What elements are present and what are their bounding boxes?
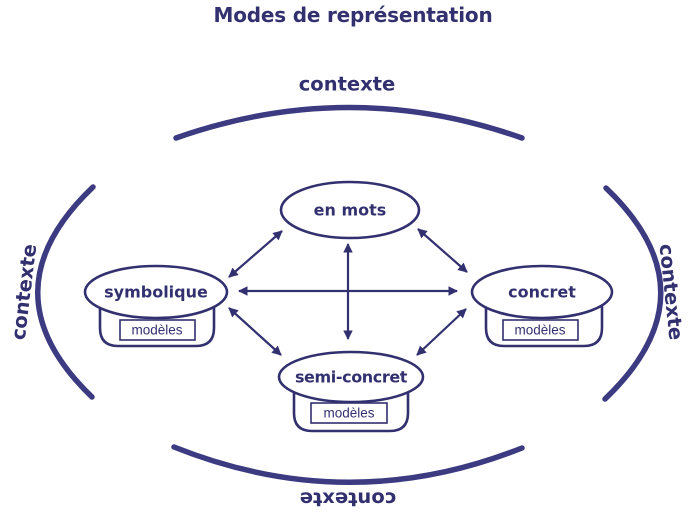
arrow-concret-semiconcret: [416, 308, 467, 356]
node-label-concret: concret: [508, 283, 576, 302]
page-title: Modes de représentation: [214, 3, 493, 27]
models-box-semiconcret: [310, 402, 388, 424]
context-label-top: contexte: [299, 73, 396, 96]
models-label-concret: modèles: [514, 323, 565, 338]
node-label-enmots: en mots: [314, 201, 387, 220]
context-arc-bottom: [171, 444, 525, 485]
node-ellipse-concret: [470, 264, 614, 320]
context-arc-right: [602, 185, 664, 402]
node-ellipse-semiconcret: [277, 350, 425, 404]
models-label-semiconcret: modèles: [323, 406, 374, 421]
context-label-bottom: contexte: [300, 488, 397, 511]
models-box-symbolique: [119, 319, 196, 341]
node-label-semiconcret: semi-concret: [295, 368, 408, 387]
node-label-symbolique: symbolique: [104, 283, 208, 302]
models-box-concret: [502, 319, 579, 341]
context-arc-top: [173, 104, 525, 141]
node-ellipse-symbolique: [83, 264, 229, 320]
context-label-right: contexte: [655, 243, 688, 341]
arrow-enmots-concret: [417, 228, 468, 273]
context-arc-left: [35, 184, 96, 400]
models-label-symbolique: modèles: [131, 323, 182, 338]
arrow-enmots-symbolique: [228, 230, 283, 278]
arrow-symbolique-semiconcret: [228, 307, 282, 356]
node-ellipse-enmots: [279, 180, 421, 240]
